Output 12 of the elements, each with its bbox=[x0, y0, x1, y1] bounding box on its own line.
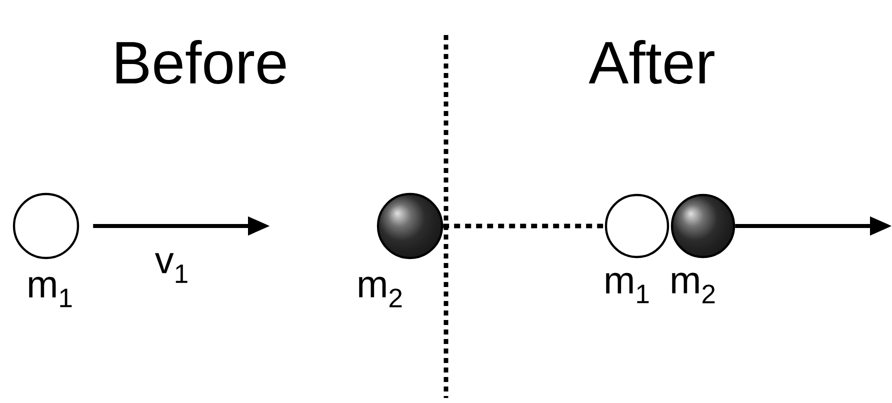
ball bbox=[12, 192, 80, 260]
ball bbox=[376, 192, 444, 260]
ball bbox=[604, 194, 670, 258]
mass-label: m$_{1}$ bbox=[29, 276, 72, 308]
mass-label: m$_{2}$ bbox=[359, 276, 402, 308]
heading: Before bbox=[116, 40, 286, 84]
mass-label: m$_{2}$ bbox=[672, 272, 715, 304]
connector-line bbox=[443, 224, 605, 228]
mass-label: m$_{1}$ bbox=[606, 272, 649, 304]
heading: After bbox=[588, 40, 714, 84]
edge-label: v$_{1}$ bbox=[155, 253, 188, 283]
ball bbox=[670, 194, 736, 258]
